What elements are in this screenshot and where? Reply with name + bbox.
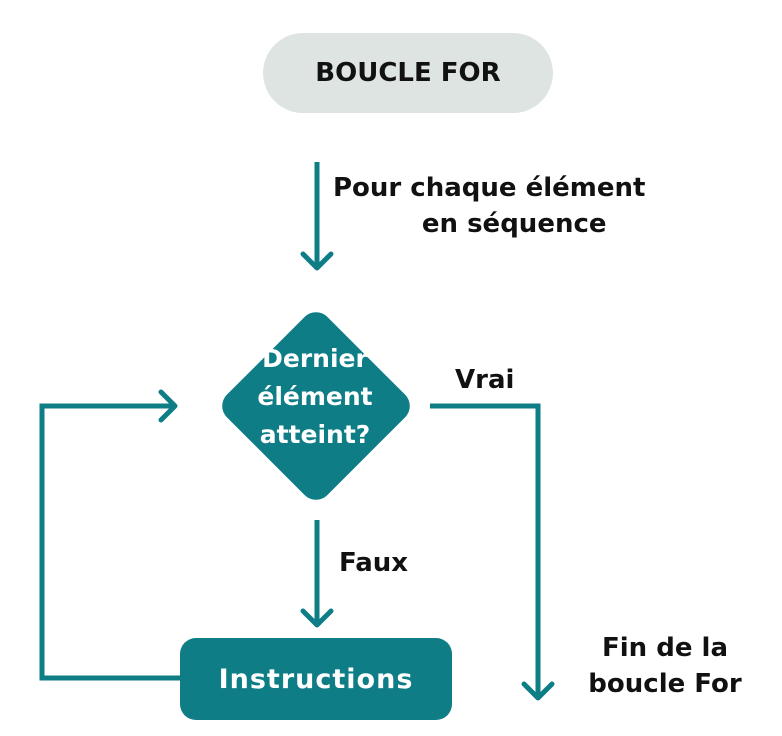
true-branch-arrowhead: [521, 681, 555, 701]
entry-label-line2: en séquence: [421, 209, 607, 239]
decision-line2: élément: [257, 382, 373, 411]
entry-label-line1: Pour chaque élément: [333, 173, 646, 203]
false-branch-label: Faux: [339, 548, 409, 578]
entry-arrowhead: [300, 251, 334, 271]
true-branch-label: Vrai: [455, 365, 515, 395]
end-label: Fin de la boucle For: [570, 630, 760, 702]
start-label: BOUCLE FOR: [315, 58, 501, 88]
loop-back-line: [39, 403, 180, 681]
end-label-line1: Fin de la: [602, 633, 728, 663]
decision-line3: atteint?: [259, 420, 371, 449]
decision-line1: Dernier: [262, 344, 368, 373]
false-branch-arrowhead: [300, 608, 334, 628]
loop-back-arrowhead: [158, 389, 178, 423]
end-label-line2: boucle For: [588, 669, 742, 699]
process-node: Instructions: [180, 638, 452, 720]
decision-label: Dernier élément atteint?: [205, 340, 425, 454]
true-branch-line: [430, 403, 541, 698]
decision-diamond: [222, 312, 410, 500]
start-node: BOUCLE FOR: [263, 33, 553, 113]
process-label: Instructions: [218, 663, 414, 695]
entry-label: Pour chaque élément en séquence: [333, 170, 645, 242]
